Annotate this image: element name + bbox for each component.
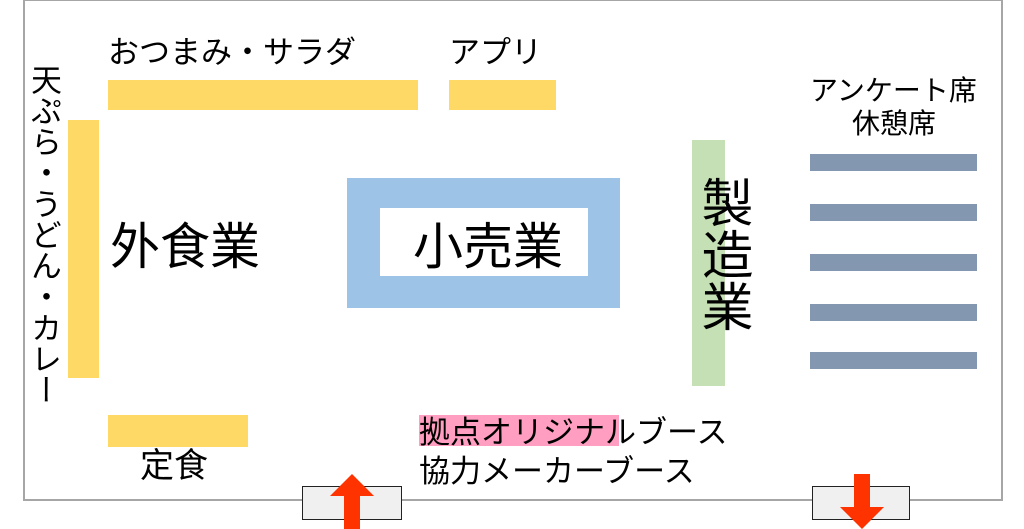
entrance-arrow-up-icon [330, 474, 374, 529]
retail-area [347, 178, 620, 308]
app-label: アプリ [449, 35, 542, 71]
retail-label: 小売業 [413, 218, 563, 276]
tempura-udon-curry-label: 天ぷら・うどん・カレー [25, 64, 61, 405]
seating-row [810, 254, 977, 271]
snacks-salad-label: おつまみ・サラダ [108, 35, 356, 71]
set-meal-label: 定食 [140, 446, 208, 486]
original-booth-highlight [419, 415, 619, 446]
manufacturing-booth [692, 140, 725, 386]
exit-arrow-down-icon [840, 474, 884, 529]
seating-row [810, 154, 977, 171]
seating-row [810, 304, 977, 321]
maker-booth-label: 協力メーカーブース [419, 454, 695, 490]
food-service-label: 外食業 [110, 218, 260, 276]
rest-seat-label: 休憩席 [852, 107, 937, 140]
venue-outline [23, 0, 1003, 501]
app-booth [449, 80, 556, 110]
seating-row [810, 204, 977, 221]
set-meal-booth [108, 415, 248, 447]
survey-seat-label: アンケート席 [810, 74, 977, 107]
tempura-udon-curry-booth [68, 120, 99, 378]
manufacturing-label: 製造業 [692, 176, 752, 332]
original-booth-label: 拠点オリジナルブース [419, 415, 728, 451]
snacks-salad-booth [108, 80, 418, 110]
seating-row [810, 352, 977, 369]
